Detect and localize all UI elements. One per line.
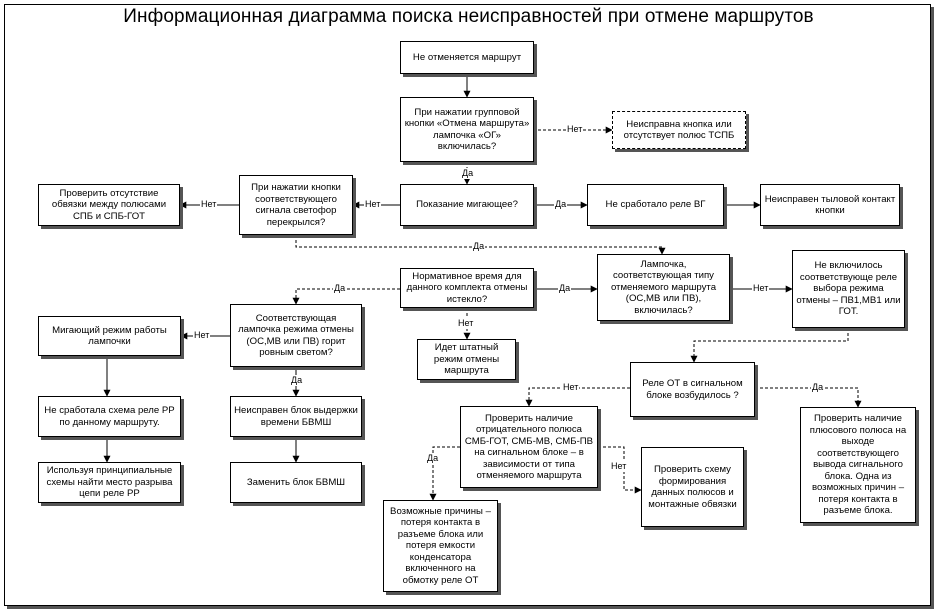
label-n2-n3-no: Нет: [566, 124, 584, 135]
label-n9-n10-no: Нет: [457, 318, 475, 329]
node-button-faulty: Неисправна кнопка или отсутствует полюс …: [612, 111, 746, 149]
node-check-pole-circuit: Проверить схему формирования данных полю…: [641, 447, 744, 527]
edge-n19-n20: [525, 387, 630, 407]
node-selection-relay-not-on: Не включилось соответствующе реле выбора…: [792, 250, 905, 328]
edge-n12-n19: [690, 328, 849, 363]
node-blinking-lamp-mode: Мигающий режим работы лампочки: [38, 316, 181, 356]
label-n2-n4-yes: Да: [461, 168, 475, 179]
node-rr-relay-failed: Не сработала схема реле РР по данному ма…: [38, 396, 181, 437]
label-n4-n5-no: Нет: [364, 199, 382, 210]
node-normal-cancel-mode: Идет штатный режим отмены маршрута: [417, 339, 516, 380]
label-n13-n14-no: Нет: [193, 330, 211, 341]
node-bvmsh-faulty: Неисправен блок выдержки времени БВМШ: [230, 396, 362, 437]
label-n5-n11-yes: Да: [472, 241, 486, 252]
edge-n20-n22: [429, 446, 460, 501]
node-check-negative-pole: Проверить наличие отрицательного полюса …: [460, 406, 598, 488]
label-n19-n21-yes: Да: [811, 382, 825, 393]
node-find-rr-break: Используя принципиальные схемы найти мес…: [38, 462, 181, 503]
edge-n19-n21: [755, 387, 862, 408]
label-n4-n7-yes: Да: [554, 199, 568, 210]
label-n9-n11-yes: Да: [558, 283, 572, 294]
node-check-positive-pole: Проверить наличие плюсового полюса на вы…: [800, 407, 916, 523]
label-n13-n17-yes: Да: [290, 375, 304, 386]
node-ot-relay-question: Реле ОТ в сигнальном блоке возбудилось ?: [630, 362, 755, 417]
label-n20-n22-yes: Да: [426, 453, 440, 464]
diagram-title: Информационная диаграмма поиска неисправ…: [123, 6, 814, 27]
label-n19-n20-no: Нет: [562, 382, 580, 393]
node-blinking-question: Показание мигающее?: [400, 184, 534, 226]
node-route-type-lamp-question: Лампочка, соответствующая типу отменяемо…: [597, 254, 730, 321]
node-signal-closed-question: При нажатии кнопки соответствующего сигн…: [239, 175, 353, 235]
label-n9-n13-yes: Да: [333, 283, 347, 294]
node-possible-causes: Возможные причины – потеря контакта в ра…: [383, 500, 498, 592]
edge-n9-n13: [292, 288, 400, 305]
node-vg-relay-failed: Не сработало реле ВГ: [587, 184, 724, 226]
label-n11-n12-no: Нет: [752, 283, 770, 294]
node-back-contact-faulty: Неисправен тыловой контакт кнопки: [760, 184, 900, 226]
node-replace-bvmsh: Заменить блок БВМШ: [230, 462, 362, 503]
node-steady-light-question: Соответствующая лампочка режима отмены (…: [230, 304, 362, 367]
node-time-expired-question: Нормативное время для данного комплекта …: [400, 268, 534, 308]
node-route-not-cancelled: Не отменяется маршрут: [400, 41, 534, 74]
label-n20-n23-no: Нет: [610, 461, 628, 472]
label-n5-n6-no: Нет: [200, 199, 218, 210]
node-og-lamp-question: При нажатии групповой кнопки «Отмена мар…: [400, 97, 534, 162]
node-check-spb-binding: Проверить отсутствие обвязки между полюс…: [38, 184, 180, 226]
